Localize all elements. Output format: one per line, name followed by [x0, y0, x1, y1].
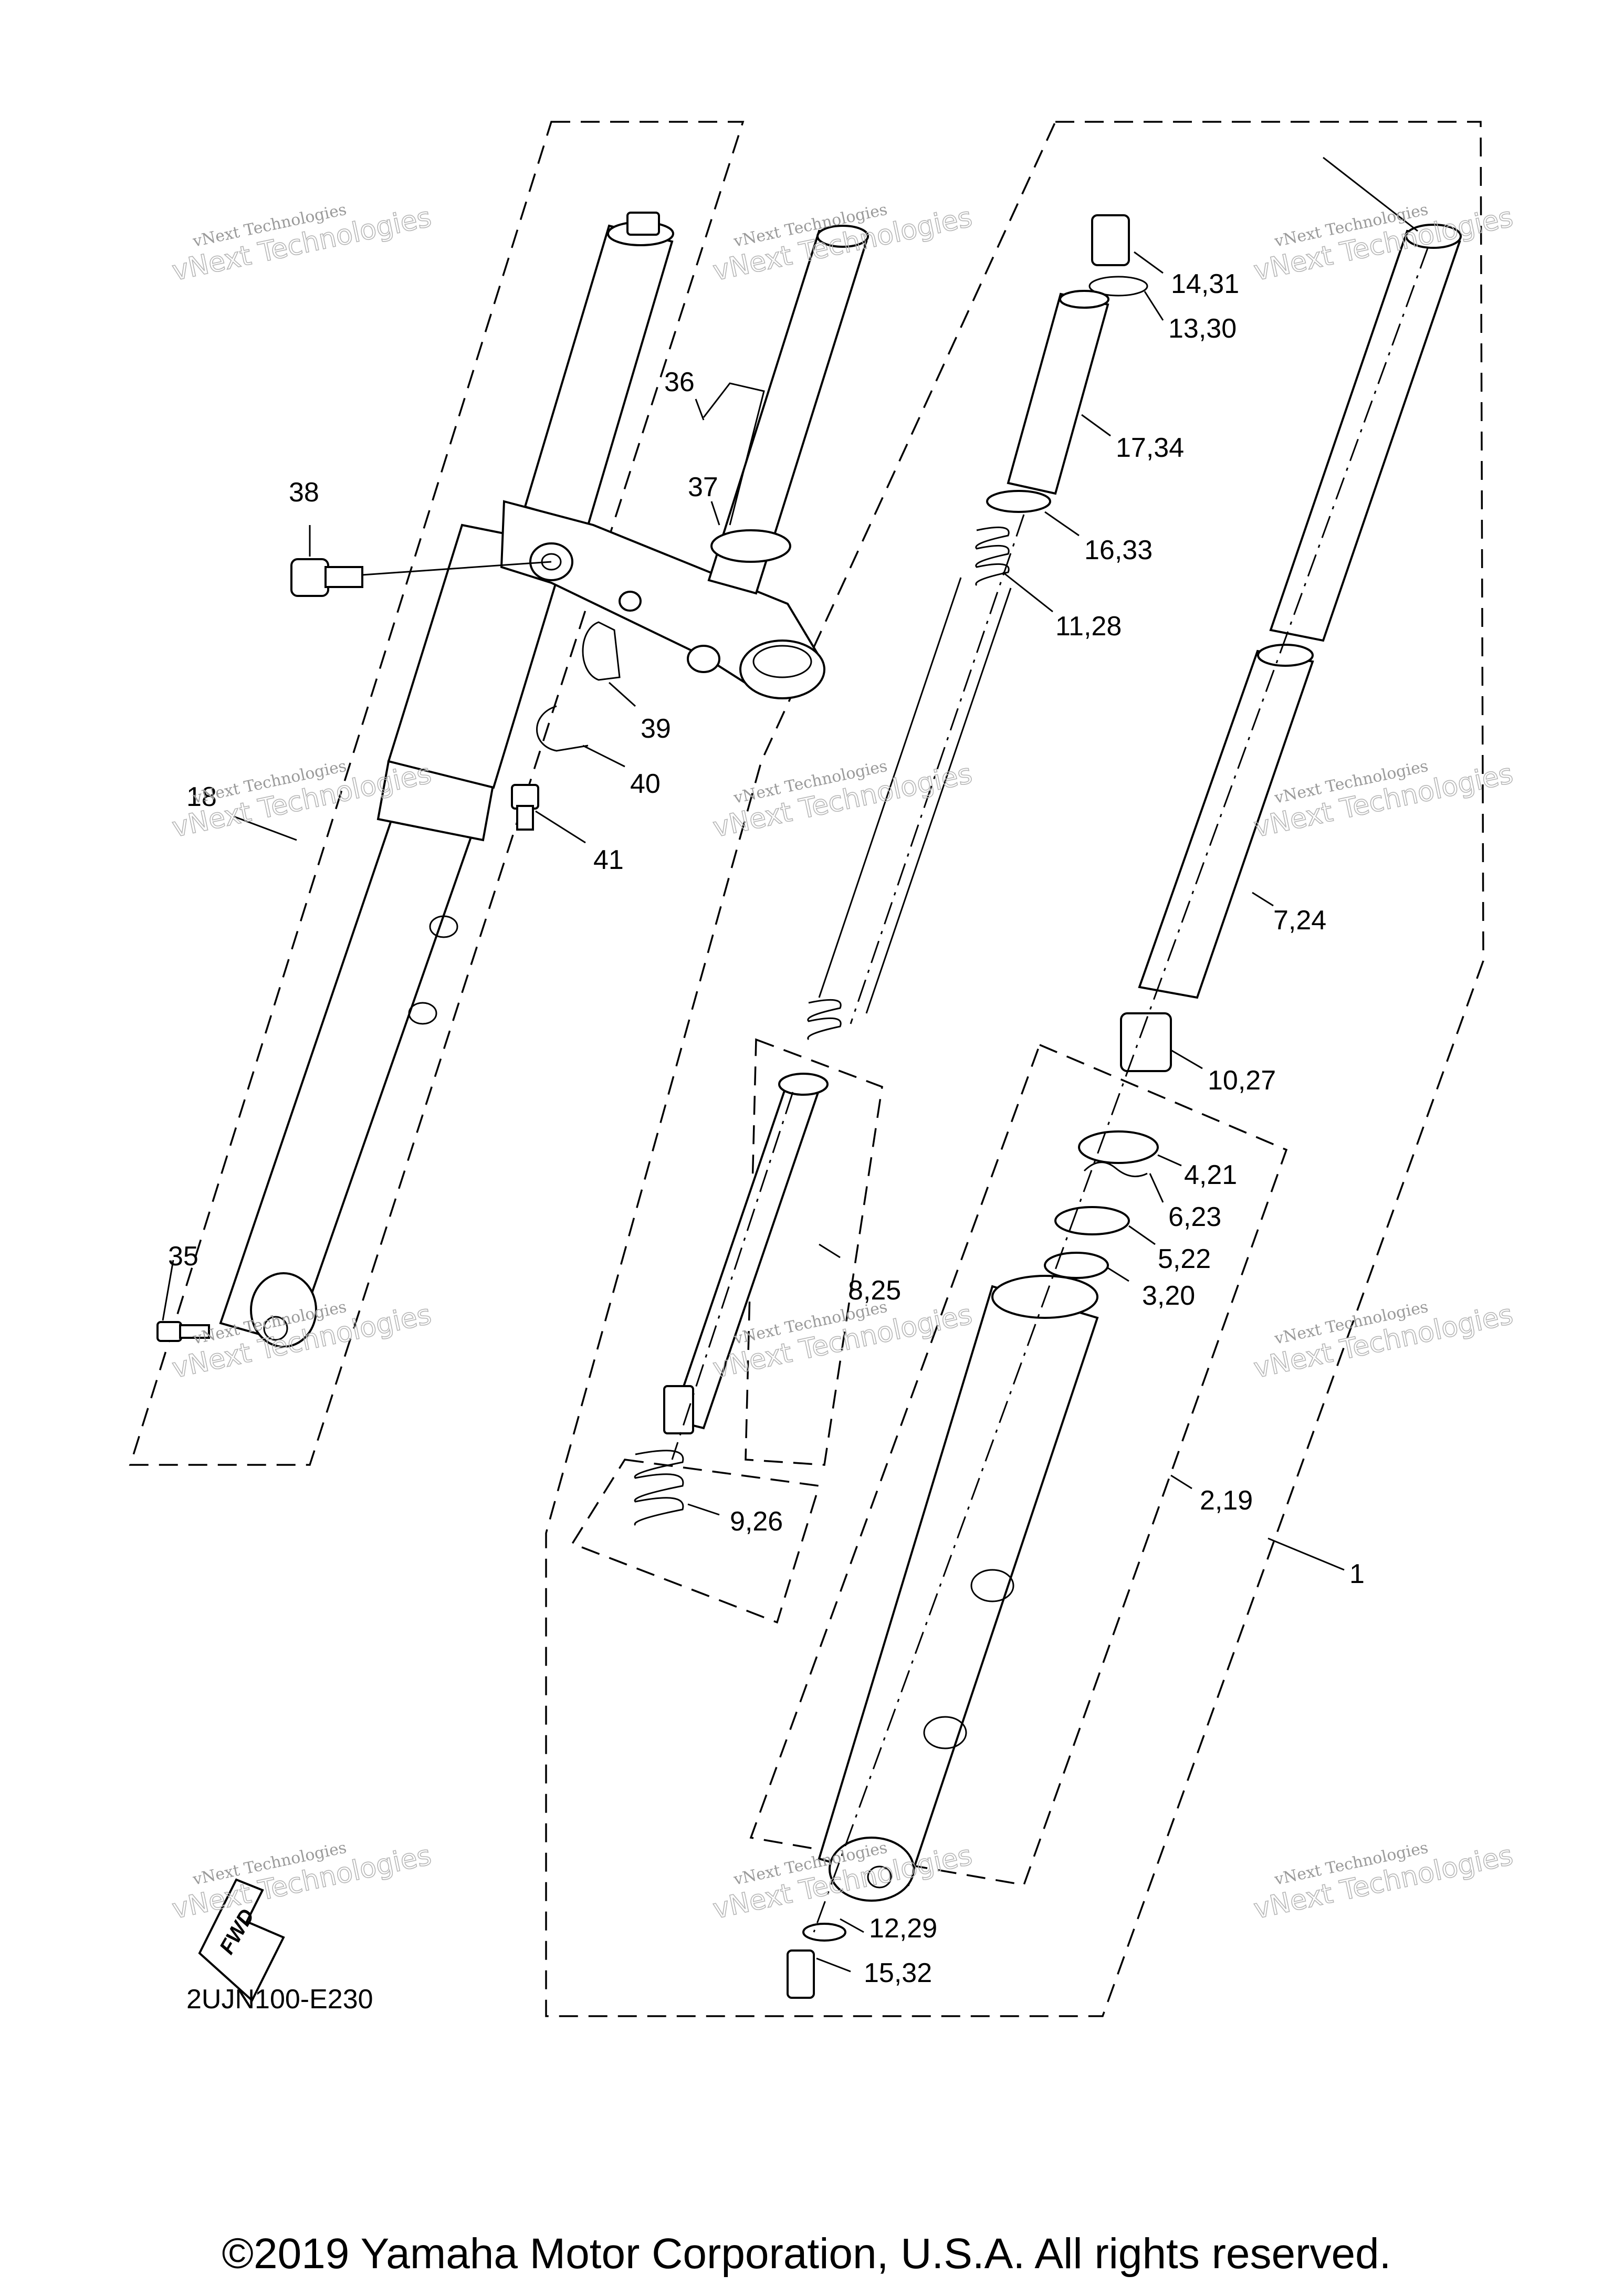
callout-4-21: 4,21	[1184, 1160, 1237, 1190]
group-outline-18	[129, 121, 745, 1466]
watermark-6: vNext Technologies vNext Technologies	[1251, 757, 1516, 844]
fwd-arrow-icon: FWD	[198, 1878, 285, 2003]
center-damper-assembly	[634, 214, 1148, 1526]
watermark-1: vNext Technologies vNext Technologies	[169, 201, 435, 288]
callout-6-23: 6,23	[1168, 1202, 1221, 1232]
copyright-notice: ©2019 Yamaha Motor Corporation, U.S.A. A…	[222, 2230, 1391, 2278]
callout-37: 37	[688, 472, 718, 502]
watermark-12: vNext Technologies vNext Technologies	[1251, 1839, 1516, 1926]
callout-5-22: 5,22	[1158, 1244, 1211, 1274]
callout-12-29: 12,29	[869, 1913, 937, 1944]
callout-16-33: 16,33	[1084, 535, 1153, 565]
callout-14-31: 14,31	[1171, 269, 1239, 299]
callout-35: 35	[168, 1241, 198, 1272]
watermark-10: vNext Technologies vNext Technologies	[169, 1839, 435, 1926]
callout-8-25: 8,25	[848, 1275, 901, 1306]
callout-7-24: 7,24	[1273, 905, 1326, 936]
callout-17-34: 17,34	[1116, 433, 1184, 463]
watermark-9: vNext Technologies vNext Technologies	[1251, 1298, 1516, 1385]
steering-bracket	[290, 225, 869, 831]
callout-18: 18	[186, 782, 217, 812]
callout-40: 40	[630, 769, 661, 799]
callout-10-27: 10,27	[1208, 1065, 1276, 1096]
watermark-5: vNext Technologies vNext Technologies	[710, 757, 976, 844]
callout-9-26: 9,26	[730, 1506, 783, 1537]
group-outline-2-19	[749, 1043, 1288, 1886]
group-outline-9-26	[571, 1459, 821, 1624]
callout-leaders	[162, 251, 1345, 1973]
callout-1: 1	[1349, 1559, 1365, 1589]
diagram-code: 2UJN100-E230	[186, 1984, 373, 2015]
callout-13-30: 13,30	[1168, 313, 1237, 344]
group-outline-8-25	[745, 1038, 883, 1466]
callout-11-28: 11,28	[1055, 611, 1122, 642]
right-fork-assembly	[671, 224, 1462, 1999]
callout-41: 41	[593, 845, 624, 875]
watermark-3: vNext Technologies vNext Technologies	[1251, 201, 1516, 288]
group-outline-1	[545, 121, 1484, 2017]
callout-15-32: 15,32	[864, 1958, 932, 1988]
callout-2-19: 2,19	[1200, 1485, 1253, 1516]
callout-39: 39	[641, 714, 671, 744]
callout-36: 36	[664, 367, 695, 397]
left-fork-assembly	[156, 212, 674, 1348]
callout-38: 38	[289, 477, 319, 508]
callout-3-20: 3,20	[1142, 1281, 1195, 1311]
